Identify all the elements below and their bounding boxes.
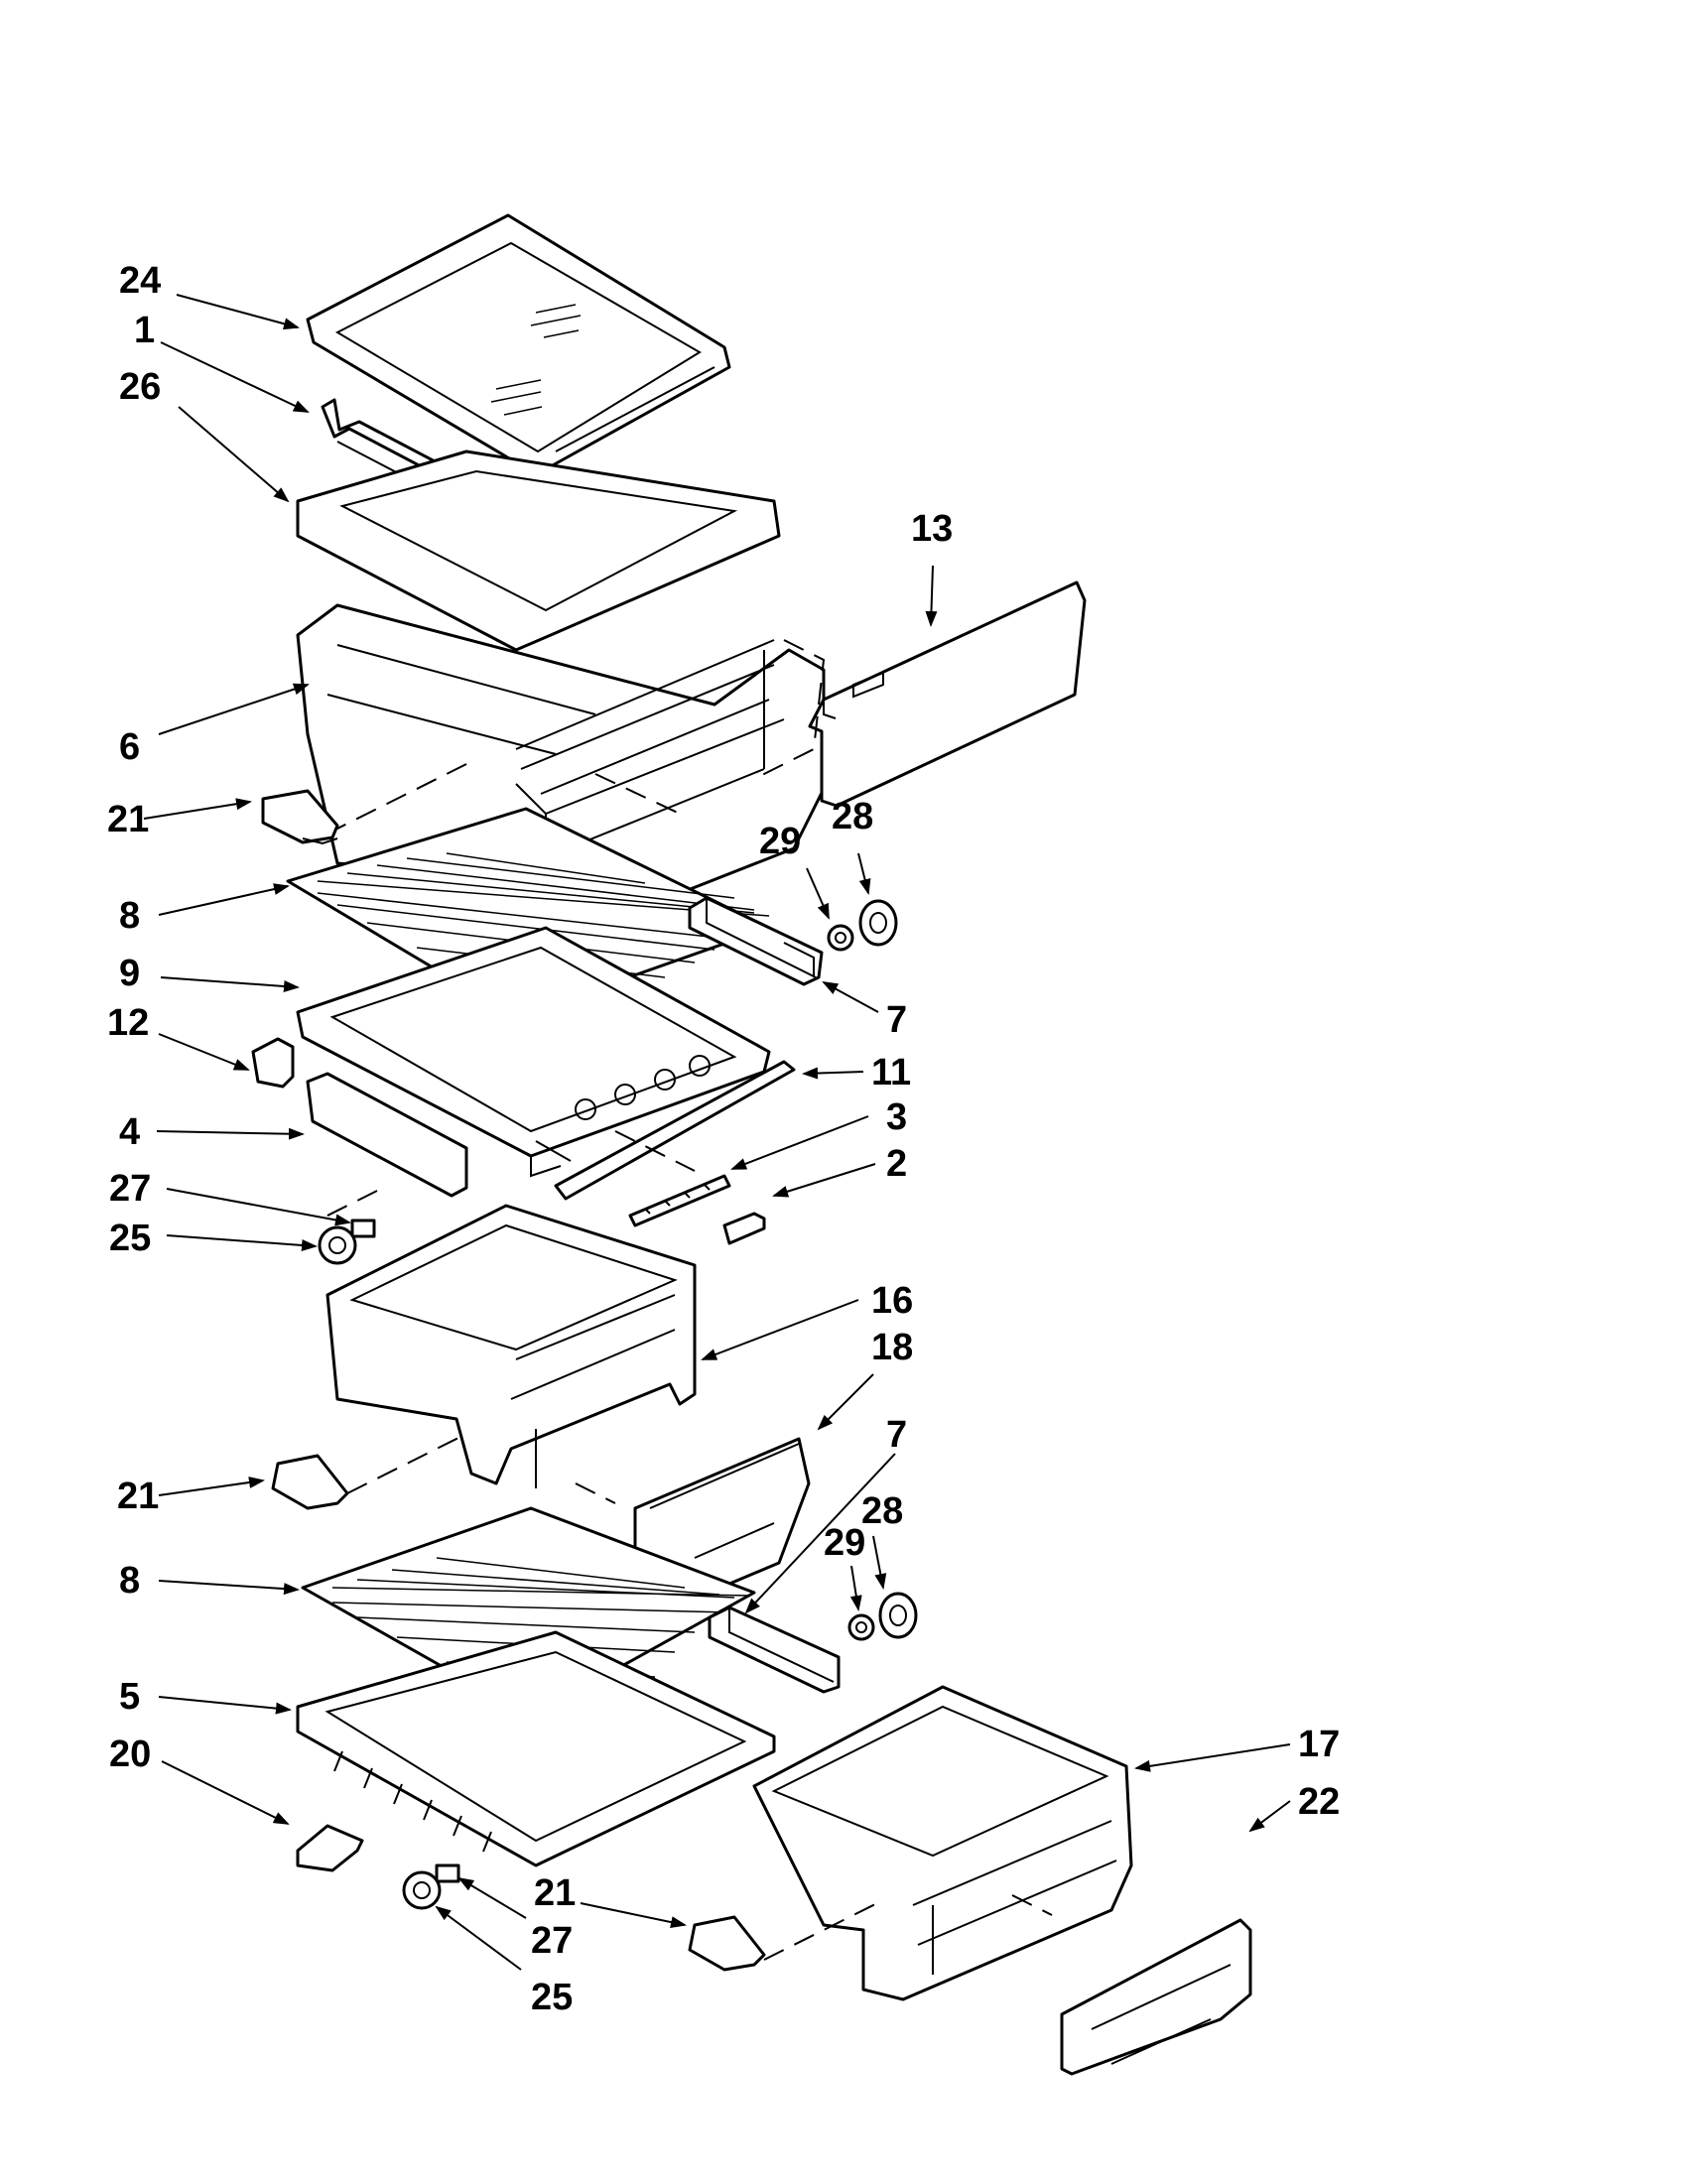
callout-8b: 8: [119, 1560, 140, 1602]
callout-21: 21: [107, 799, 149, 840]
callout-22: 22: [1298, 1781, 1340, 1823]
callout-16: 16: [871, 1280, 913, 1322]
part-29-screw-upper: [827, 924, 854, 952]
part-12-clip: [251, 1037, 295, 1089]
callout-6: 6: [119, 726, 140, 768]
part-21-glide-lower: [688, 1915, 766, 1972]
callout-7: 7: [886, 999, 907, 1041]
part-3-bracket: [628, 1174, 731, 1227]
callout-17: 17: [1298, 1724, 1340, 1765]
part-27-axle-lower: [435, 1863, 460, 1883]
callout-12: 12: [107, 1002, 149, 1044]
part-25-wheel-lower: [402, 1870, 442, 1910]
part-7-slide-lower: [708, 1606, 841, 1694]
part-2-clip: [722, 1212, 766, 1245]
callout-29: 29: [759, 821, 801, 862]
part-21-glide-upper: [261, 789, 339, 845]
callout-1: 1: [134, 310, 155, 351]
part-4-rail: [306, 1072, 468, 1198]
part-29-screw-lower: [847, 1613, 875, 1641]
part-16-middle-pan: [325, 1204, 697, 1488]
callout-labels: 24 1 26 13 6 21 29 28 8 9 7 12 11 4 3 2 …: [107, 260, 1340, 2018]
callout-26: 26: [119, 366, 161, 408]
dashed-guide: [326, 639, 826, 835]
callout-4: 4: [119, 1111, 140, 1153]
callout-25b: 25: [531, 1977, 573, 2018]
dashed-guide: [763, 1894, 1053, 1961]
callout-7b: 7: [886, 1414, 907, 1456]
callout-2: 2: [886, 1143, 907, 1185]
callout-27b: 27: [531, 1920, 573, 1962]
callout-18: 18: [871, 1327, 913, 1368]
part-21-glide-middle: [271, 1454, 349, 1510]
callout-27: 27: [109, 1168, 151, 1210]
callout-28b: 28: [861, 1490, 903, 1532]
part-13-front-cover: [808, 580, 1087, 808]
dashed-guide: [317, 1130, 696, 1221]
part-5-lower-frame: [296, 1630, 776, 1867]
callout-5: 5: [119, 1676, 140, 1718]
callout-21b: 21: [117, 1476, 159, 1517]
part-24-glass-shelf: [306, 213, 731, 470]
callout-11: 11: [871, 1052, 911, 1093]
part-28-cap-lower: [878, 1592, 918, 1639]
part-26-upper-frame: [296, 450, 781, 652]
leader-lines: [143, 294, 1291, 1971]
callout-3: 3: [886, 1096, 907, 1138]
callout-28: 28: [832, 796, 873, 837]
callout-9: 9: [119, 953, 140, 994]
part-20-cap: [296, 1824, 364, 1872]
part-7-slide-upper: [688, 896, 824, 986]
callout-21c: 21: [534, 1872, 576, 1914]
part-11-trim: [554, 1060, 796, 1201]
dashed-guide: [346, 1433, 616, 1504]
callout-29b: 29: [824, 1522, 865, 1564]
part-17-lower-pan: [752, 1685, 1133, 2001]
callout-13: 13: [911, 508, 953, 550]
part-25-wheel-upper: [318, 1225, 357, 1265]
part-28-cap-upper: [858, 899, 898, 947]
part-22-front-panel: [1060, 1918, 1252, 2076]
callout-8: 8: [119, 895, 140, 937]
part-27-axle-upper: [350, 1219, 376, 1238]
callout-24: 24: [119, 260, 161, 302]
callout-25: 25: [109, 1218, 151, 1259]
callout-20: 20: [109, 1734, 151, 1775]
